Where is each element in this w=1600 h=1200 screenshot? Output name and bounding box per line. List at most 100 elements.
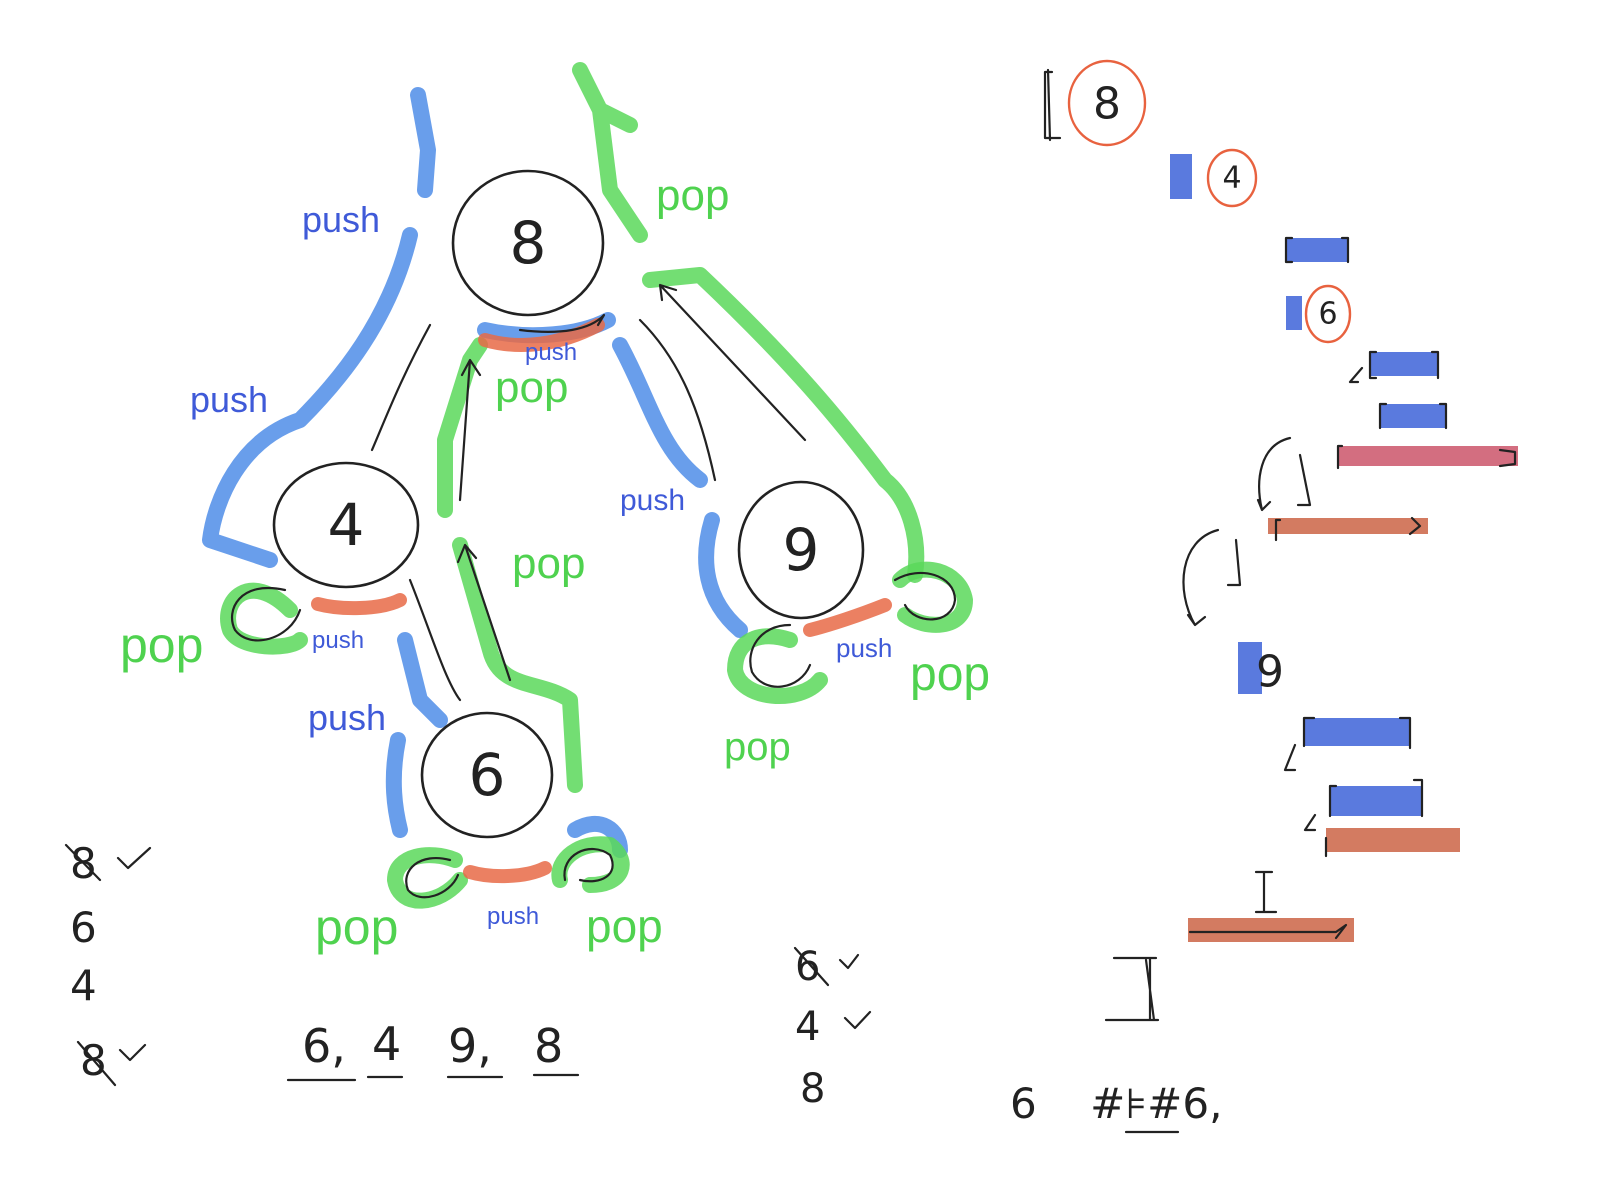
bracket-pop-2 [1274,516,1422,542]
trace-bottom-line: 6 #⊧#6, [1010,1079,1222,1128]
four-left-pop-loop [220,582,308,655]
six-left-push-stroke [385,732,408,838]
label-push-3: push [620,484,685,517]
ink-arrow-up-9-to-8 [658,283,807,442]
strike-mid-1 [793,946,860,987]
pop-bar-2 [1268,518,1428,534]
result-item-1: 6, [302,1019,346,1073]
circle-6 [1304,284,1352,344]
bracket-mid [1254,870,1278,914]
binary-tree-diagram: 8 4 9 6 push pop push push pop [120,62,990,955]
label-pop-1: pop [656,171,729,220]
node-9-value: 9 [783,516,820,584]
bracket-null-4 [1283,716,1412,772]
inorder-result: 6, 4 9, 8 [286,1017,580,1082]
label-push-2: push [190,379,268,420]
loop-4-left [230,587,302,642]
push-marker-9 [1238,642,1262,694]
label-push-root-null: push [525,339,577,366]
node-4-value: 4 [328,491,365,559]
edge-8-to-4 [370,323,432,452]
label-pop-9-left: pop [724,725,791,769]
ink-arrow-up-4-to-8 [458,358,482,502]
push-null-marker-4 [1304,718,1410,746]
scratch-left-item-3: 4 [70,961,97,1010]
edge-4-to-6 [408,578,462,702]
trace-circled-6: 6 [1318,297,1337,332]
push-marker-4 [1170,154,1192,199]
bracket-null-1 [1284,236,1350,264]
edge-8-to-9 [638,318,717,482]
strike-4 [76,1040,147,1087]
node-8-value: 8 [510,209,547,277]
bracket-top [1043,68,1062,142]
pop-bar-1 [1338,446,1518,466]
label-push-6-null: push [487,903,539,930]
bracket-bottom [1104,956,1160,1022]
trace-circled-4: 4 [1222,161,1241,196]
loop-9-right [893,571,957,621]
result-item-3: 9, [448,1019,492,1073]
six-to-four-pop-stroke [452,537,583,793]
return-arrow-1 [1256,436,1312,512]
tree-node-4: 4 [272,461,420,589]
scratch-left-item-2: 6 [70,903,97,952]
nine-null-push-stroke [803,598,892,637]
push-marker-6 [1286,296,1302,330]
nine-left-push-stroke [698,512,748,638]
root-null-push-stroke [478,318,605,352]
tree-edges [370,283,807,702]
ink-arrow-up-6-to-4 [456,543,512,682]
trace-circled-8: 8 [1093,79,1121,130]
result-item-2: 4 [372,1017,401,1071]
return-arrow-2 [1182,528,1242,627]
push-null-marker-3 [1380,404,1446,428]
entry-push-stroke [410,87,436,198]
tree-node-9: 9 [737,480,865,620]
nine-left-pop-loop [727,628,828,704]
loop-6-left [405,857,460,899]
nine-to-root-pop-stroke [642,267,925,583]
traversal-labels: push pop push push pop push pop pop push… [120,171,990,955]
label-pop-4: pop [120,617,203,673]
bracket-null-5 [1303,778,1424,832]
exit-pop-stroke [572,62,648,243]
trace-9: 9 [1256,647,1284,698]
stack-scratch-left: 8 6 4 8 [64,839,152,1087]
bracket-pop-1 [1336,444,1517,470]
circle-8 [1067,59,1147,147]
strike-1 [64,843,152,882]
root-to-9-push-stroke [612,337,708,488]
label-pop-2: pop [495,363,568,412]
nine-right-pop-loop [892,561,973,633]
result-item-4: 8 [534,1019,563,1073]
label-pop-6-right: pop [586,900,663,952]
bracket-null-3 [1378,402,1448,430]
four-to-root-pop-stroke [437,337,488,518]
stack-scratch-mid: 6 4 8 [793,944,872,1112]
tree-node-6: 6 [420,711,554,839]
push-null-marker-5 [1330,786,1422,816]
label-pop-6-left: pop [315,899,398,955]
tree-node-8: 8 [451,169,605,317]
bracket-pop-4 [1188,923,1348,940]
label-push-1: push [302,199,380,240]
four-to-six-push-stroke [397,632,448,728]
label-push-4-null: push [312,627,364,654]
check-mid-2 [843,1010,872,1030]
pop-bar-4 [1188,918,1354,942]
traversal-strokes [202,62,973,909]
four-null-push-stroke [311,593,407,616]
six-null-push-stroke [463,861,552,884]
label-push-to-6: push [308,697,386,738]
result-underlines [286,1073,580,1082]
push-null-marker-2 [1370,352,1438,376]
stack-trace: 8 4 6 9 6 [1010,59,1518,1134]
node-6-value: 6 [469,741,506,809]
bracket-null-2 [1348,350,1440,384]
null-child-loops [230,571,957,899]
loop-9-left [749,623,812,688]
root-to-4-push-stroke [202,227,418,568]
ink-arrow-root-underside [518,313,606,333]
